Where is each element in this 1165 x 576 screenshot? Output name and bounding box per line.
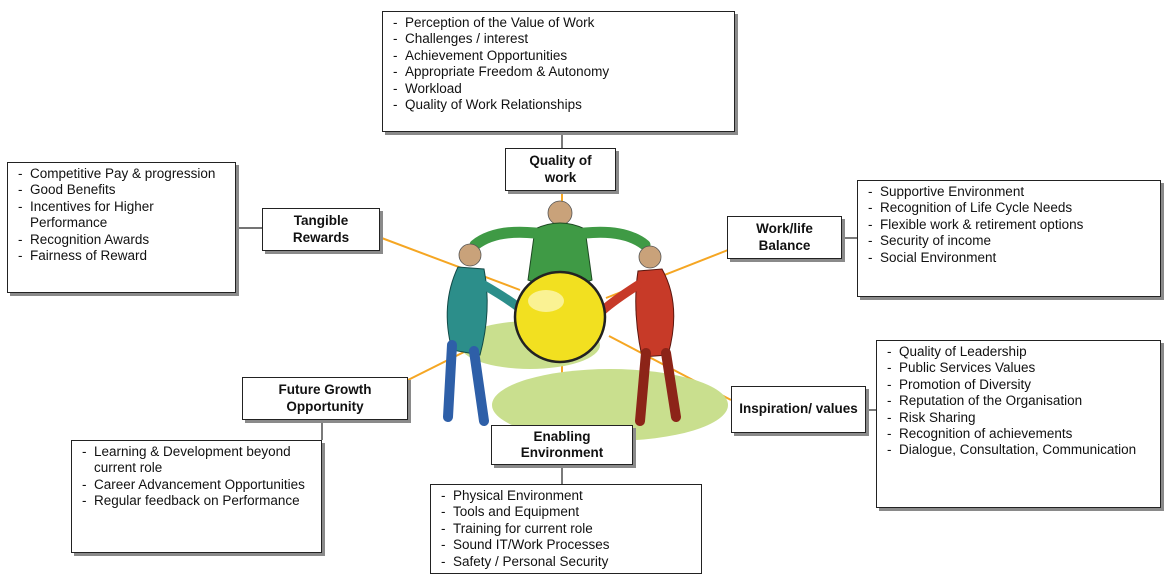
list-item: Tools and Equipment — [441, 504, 695, 521]
list-item: Competitive Pay & progression — [18, 166, 229, 183]
list-item: Workload — [393, 81, 728, 98]
list-item: Risk Sharing — [887, 410, 1154, 427]
list-item: Regular feedback on Performance — [82, 493, 315, 510]
quality-of-work-details: Perception of the Value of Work Challeng… — [382, 11, 735, 132]
person-green-figure — [469, 200, 651, 287]
list-item: Quality of Work Relationships — [393, 97, 728, 114]
list-item: Promotion of Diversity — [887, 377, 1154, 394]
work-life-balance-details: Supportive Environment Recognition of Li… — [857, 180, 1161, 297]
list-item: Flexible work & retirement options — [868, 217, 1154, 234]
work-life-balance-label: Work/life Balance — [727, 216, 842, 259]
list-item: Appropriate Freedom & Autonomy — [393, 64, 728, 81]
list-item: Social Environment — [868, 250, 1154, 267]
list-item: Recognition of Life Cycle Needs — [868, 200, 1154, 217]
list-item: Safety / Personal Security — [441, 554, 695, 571]
list-item: Perception of the Value of Work — [393, 15, 728, 32]
list-item: Physical Environment — [441, 488, 695, 505]
list-item: Incentives for Higher Performance — [18, 199, 229, 232]
list-item: Career Advancement Opportunities — [82, 477, 315, 494]
tangible-rewards-details: Competitive Pay & progression Good Benef… — [7, 162, 236, 293]
connector-tangible-rewards — [378, 236, 521, 291]
enabling-environment-details: Physical Environment Tools and Equipment… — [430, 484, 702, 574]
list-item: Public Services Values — [887, 360, 1154, 377]
person-teal-figure — [443, 243, 530, 426]
globe-icon — [513, 270, 607, 364]
list-item: Achievement Opportunities — [393, 48, 728, 65]
quality-of-work-label: Quality of work — [505, 148, 616, 191]
enabling-environment-label: Enabling Environment — [491, 425, 633, 465]
future-growth-details: Learning & Development beyond current ro… — [71, 440, 322, 553]
list-item: Recognition of achievements — [887, 426, 1154, 443]
people-around-globe-illustration — [443, 200, 728, 441]
list-item: Recognition Awards — [18, 232, 229, 249]
list-item: Quality of Leadership — [887, 344, 1154, 361]
list-item: Training for current role — [441, 521, 695, 538]
list-item: Dialogue, Consultation, Communication — [887, 442, 1154, 459]
tangible-rewards-label: Tangible Rewards — [262, 208, 380, 251]
list-item: Sound IT/Work Processes — [441, 537, 695, 554]
inspiration-values-details: Quality of Leadership Public Services Va… — [876, 340, 1161, 508]
list-item: Fairness of Reward — [18, 248, 229, 265]
list-item: Good Benefits — [18, 182, 229, 199]
future-growth-label: Future Growth Opportunity — [242, 377, 408, 420]
inspiration-values-label: Inspiration/ values — [731, 386, 866, 433]
list-item: Challenges / interest — [393, 31, 728, 48]
list-item: Supportive Environment — [868, 184, 1154, 201]
list-item: Learning & Development beyond current ro… — [82, 444, 315, 477]
list-item: Reputation of the Organisation — [887, 393, 1154, 410]
list-item: Security of income — [868, 233, 1154, 250]
